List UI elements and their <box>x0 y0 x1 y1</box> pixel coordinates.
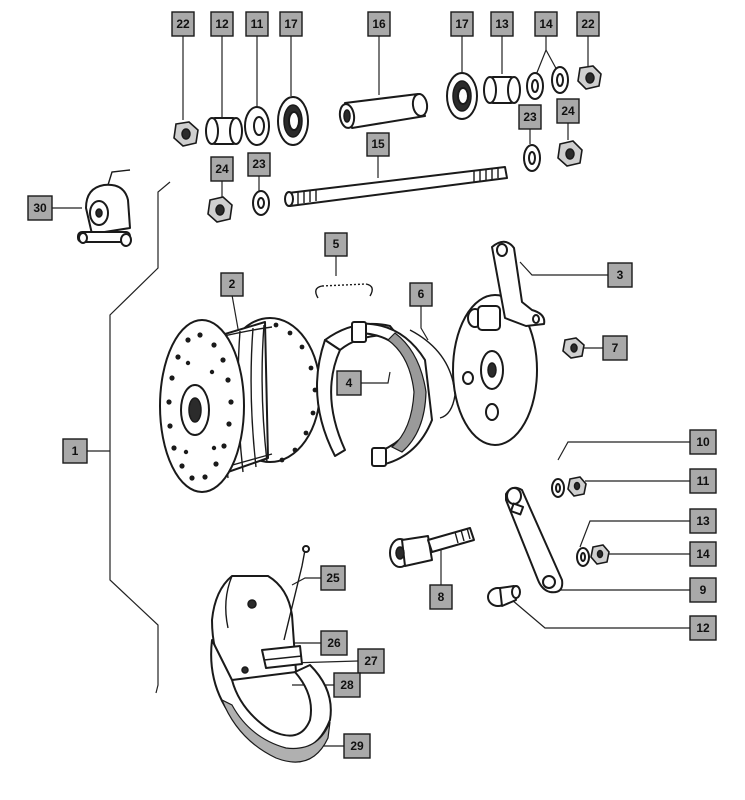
distance-tube-16 <box>338 93 429 129</box>
spacer-19 <box>205 117 243 145</box>
label-20: 13 <box>490 11 514 37</box>
svg-text:15: 15 <box>371 137 385 151</box>
label-17a: 17 <box>279 11 303 37</box>
washer-23-right <box>523 144 541 172</box>
label-23a: 23 <box>247 152 271 177</box>
label-22a: 22 <box>171 11 195 37</box>
nut-24-left <box>207 196 233 223</box>
bearing-17-left <box>277 96 309 146</box>
label-11: 11 <box>689 468 717 494</box>
bearing-17-right <box>446 72 478 120</box>
svg-text:11: 11 <box>697 474 710 488</box>
label-7: 7 <box>602 335 628 361</box>
label-29: 29 <box>343 733 371 759</box>
label-3: 3 <box>607 262 633 288</box>
svg-text:28: 28 <box>340 678 354 692</box>
label-14: 14 <box>689 541 717 567</box>
label-17b: 17 <box>450 11 474 37</box>
label-13: 13 <box>689 508 717 534</box>
svg-text:29: 29 <box>350 739 364 753</box>
svg-text:14: 14 <box>539 17 553 31</box>
svg-text:17: 17 <box>284 17 298 31</box>
nut-24-right <box>557 140 583 167</box>
brake-lever-9 <box>505 486 564 594</box>
spacer-20 <box>483 76 521 104</box>
label-30: 30 <box>27 195 53 221</box>
svg-text:5: 5 <box>333 237 340 251</box>
clamp-assembly <box>210 545 332 763</box>
label-24b: 24 <box>556 98 580 124</box>
label-15: 15 <box>366 132 390 157</box>
svg-text:2: 2 <box>229 277 236 291</box>
washer-23-left <box>252 190 270 216</box>
svg-text:9: 9 <box>700 583 707 597</box>
svg-text:30: 30 <box>33 201 47 215</box>
brake-shoes-4 <box>316 321 433 467</box>
pin-12 <box>487 585 521 607</box>
svg-text:23: 23 <box>252 157 266 171</box>
svg-text:8: 8 <box>438 590 445 604</box>
svg-text:4: 4 <box>346 376 353 390</box>
label-27: 27 <box>357 648 385 674</box>
svg-text:13: 13 <box>495 17 509 31</box>
brake-cam-8 <box>389 527 475 568</box>
svg-text:23: 23 <box>523 110 537 124</box>
nut-7 <box>562 337 585 359</box>
label-8: 8 <box>429 584 453 610</box>
svg-text:1: 1 <box>72 444 79 458</box>
label-26: 26 <box>320 630 348 656</box>
label-24a: 24 <box>210 156 234 182</box>
svg-text:22: 22 <box>176 17 190 31</box>
svg-text:22: 22 <box>581 17 595 31</box>
svg-text:24: 24 <box>215 162 229 176</box>
label-23b: 23 <box>518 104 542 130</box>
nut-22-right <box>577 65 602 90</box>
label-2: 2 <box>220 272 244 297</box>
svg-text:16: 16 <box>372 17 386 31</box>
washer-10 <box>551 478 565 498</box>
label-25: 25 <box>320 565 346 591</box>
label-10: 10 <box>689 429 717 455</box>
label-9: 9 <box>689 577 717 603</box>
label-4: 4 <box>336 370 362 396</box>
label-28: 28 <box>333 672 361 698</box>
label-5: 5 <box>324 232 348 257</box>
svg-text:13: 13 <box>696 514 710 528</box>
svg-text:14: 14 <box>696 547 710 561</box>
label-12: 12 <box>689 615 717 641</box>
label-6: 6 <box>409 282 433 307</box>
speedometer-drive-30 <box>77 169 132 247</box>
label-19: 12 <box>210 11 234 37</box>
svg-text:12: 12 <box>696 621 710 635</box>
axle-15 <box>284 166 508 207</box>
return-spring-5 <box>315 283 373 299</box>
washer-18 <box>244 106 270 146</box>
svg-text:27: 27 <box>364 654 378 668</box>
svg-text:10: 10 <box>696 435 710 449</box>
svg-text:25: 25 <box>326 571 340 585</box>
svg-text:7: 7 <box>612 341 619 355</box>
svg-text:3: 3 <box>617 268 624 282</box>
svg-text:26: 26 <box>327 636 341 650</box>
label-16: 16 <box>367 11 391 37</box>
hub-2 <box>159 317 321 493</box>
washer-13 <box>576 547 590 567</box>
brake-plate-3 <box>452 240 546 446</box>
svg-text:17: 17 <box>455 17 469 31</box>
washers-21 <box>526 66 569 100</box>
nut-22-left <box>173 121 199 147</box>
svg-text:24: 24 <box>561 104 575 118</box>
label-1: 1 <box>62 438 88 464</box>
label-21: 14 <box>534 11 558 37</box>
label-22b: 22 <box>576 11 600 37</box>
svg-text:11: 11 <box>251 17 264 31</box>
nut-14 <box>590 544 610 565</box>
label-18: 11 <box>245 11 269 37</box>
svg-text:12: 12 <box>215 17 229 31</box>
nut-11 <box>567 476 587 497</box>
svg-text:6: 6 <box>418 287 425 301</box>
